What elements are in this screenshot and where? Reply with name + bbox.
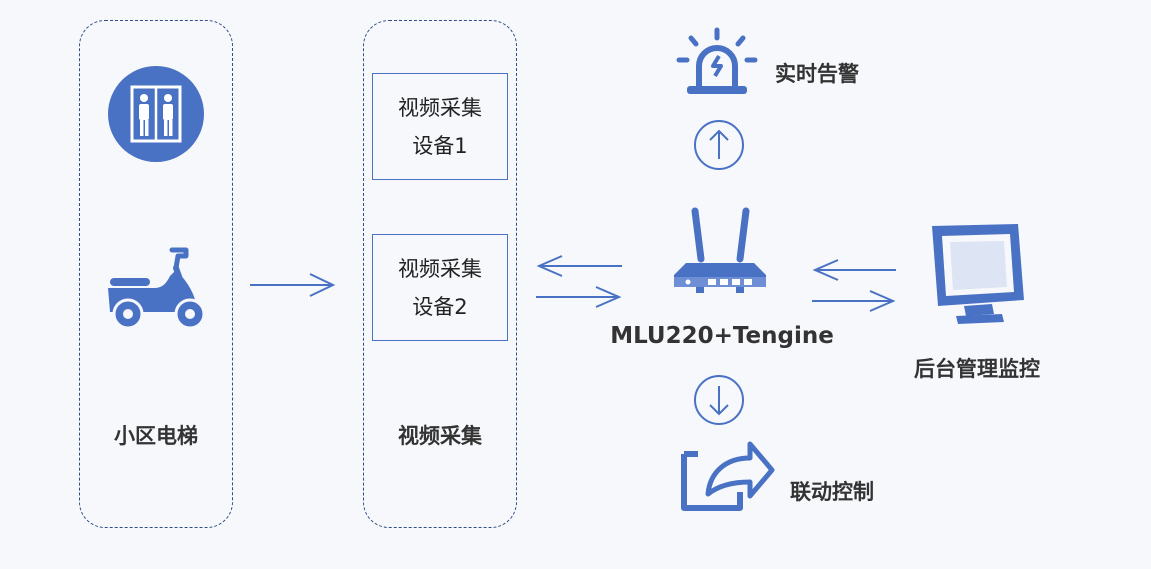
arrow-right-icon bbox=[250, 273, 336, 297]
up-arrow-circle-icon bbox=[694, 120, 744, 170]
elevator-group bbox=[79, 20, 233, 528]
bidirectional-arrow-icon bbox=[536, 255, 622, 308]
share-arrow-icon bbox=[681, 441, 775, 511]
router-icon bbox=[674, 207, 766, 293]
video-device-1[interactable]: 视频采集 设备1 bbox=[372, 73, 508, 180]
scooter-icon bbox=[108, 247, 206, 330]
video-device-1-line1: 视频采集 bbox=[398, 95, 482, 120]
video-capture-label: 视频采集 bbox=[398, 424, 482, 448]
elevator-icon bbox=[108, 66, 204, 162]
alert-label: 实时告警 bbox=[775, 62, 859, 86]
down-arrow-circle-icon bbox=[694, 375, 744, 425]
control-label: 联动控制 bbox=[790, 480, 874, 504]
alarm-light-icon bbox=[676, 27, 758, 94]
edge-device-label: MLU220+Tengine bbox=[610, 323, 834, 349]
monitor-icon bbox=[932, 224, 1024, 324]
video-device-2-line2: 设备2 bbox=[412, 294, 468, 319]
video-device-2-line1: 视频采集 bbox=[398, 256, 482, 281]
elevator-group-label: 小区电梯 bbox=[114, 424, 198, 448]
bidirectional-arrow-icon-2 bbox=[812, 259, 896, 312]
video-device-1-line2: 设备1 bbox=[412, 133, 468, 158]
video-capture-group bbox=[363, 20, 517, 528]
video-device-2[interactable]: 视频采集 设备2 bbox=[372, 234, 508, 341]
monitor-label: 后台管理监控 bbox=[914, 357, 1040, 381]
